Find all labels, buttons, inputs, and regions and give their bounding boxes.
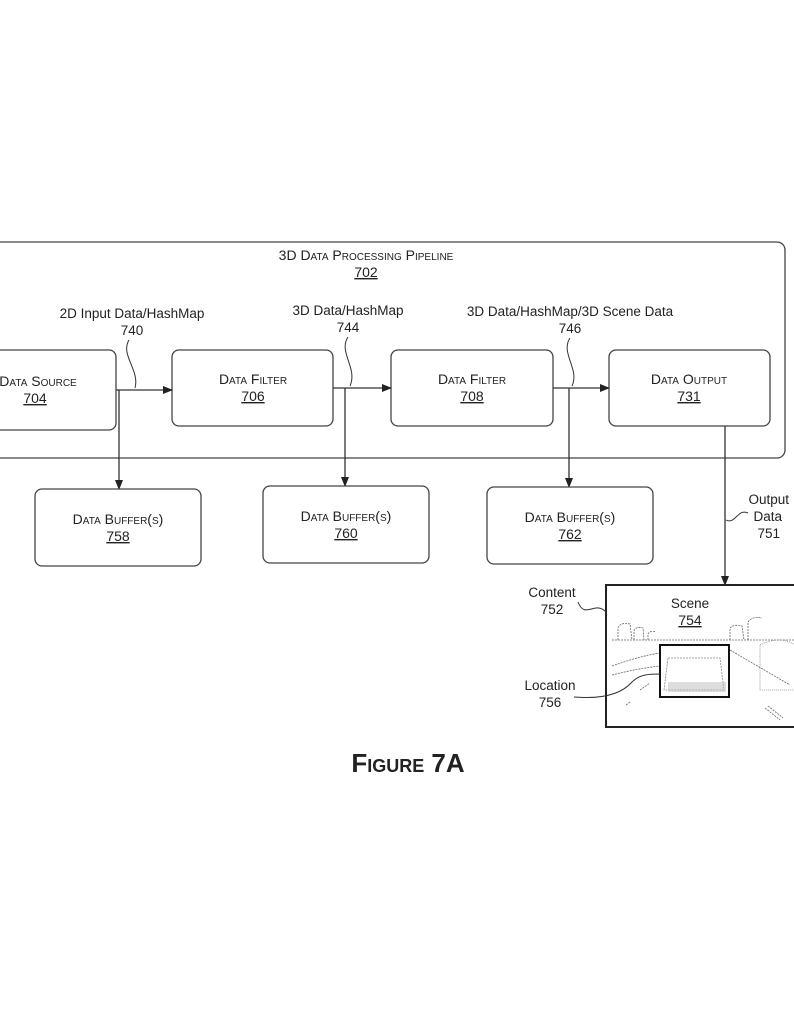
flow-label-744: 3D Data/HashMap: [292, 303, 403, 318]
pipeline-title: 3D Data Processing Pipeline: [279, 247, 454, 263]
leader-756: [573, 673, 661, 699]
data-buffer-760-label: Data Buffer(s): [301, 508, 392, 524]
data-filter-708-label: Data Filter: [438, 371, 506, 387]
data-source-label: Data Source: [0, 373, 77, 389]
data-filter-708-block: Data Filter 708: [390, 349, 554, 427]
flow-label-740: 2D Input Data/HashMap: [60, 306, 205, 321]
data-filter-706-label: Data Filter: [219, 371, 287, 387]
data-buffer-762-ref: 762: [558, 526, 582, 542]
data-output-label: Data Output: [651, 371, 727, 387]
data-output-block: Data Output 731: [608, 349, 771, 427]
data-buffer-758: Data Buffer(s) 758: [34, 488, 202, 567]
data-filter-708-ref: 708: [460, 388, 484, 404]
content-label: Content: [528, 585, 576, 600]
output-data-line1: Output: [748, 492, 789, 507]
flow-ref-746: 746: [559, 321, 582, 336]
data-filter-706-ref: 706: [241, 388, 265, 404]
data-source-block: Data Source 704: [0, 349, 117, 431]
leader-740: [126, 339, 137, 389]
data-buffer-760-ref: 760: [334, 525, 358, 541]
flow-ref-744: 744: [337, 320, 360, 335]
data-source-ref: 704: [23, 390, 47, 406]
output-data-line2: Data: [753, 509, 782, 524]
flow-label-746: 3D Data/HashMap/3D Scene Data: [467, 304, 674, 319]
output-data-ref: 751: [757, 526, 780, 541]
figure-caption: Figure 7A: [351, 748, 465, 778]
pipeline-ref: 702: [354, 264, 378, 280]
data-buffer-758-label: Data Buffer(s): [73, 511, 164, 527]
leader-744: [344, 336, 353, 387]
data-buffer-758-ref: 758: [106, 528, 130, 544]
content-ref: 752: [541, 602, 564, 617]
location-label: Location: [524, 678, 575, 693]
content-frame: Scene 754: [605, 584, 794, 728]
data-output-ref: 731: [677, 388, 701, 404]
data-filter-706-block: Data Filter 706: [171, 349, 334, 427]
data-buffer-762-label: Data Buffer(s): [525, 509, 616, 525]
data-buffer-762: Data Buffer(s) 762: [486, 486, 654, 565]
scene-label: Scene: [671, 596, 709, 611]
leader-752: [577, 601, 607, 613]
leader-751: [725, 511, 749, 522]
data-buffer-760: Data Buffer(s) 760: [262, 485, 430, 564]
flow-ref-740: 740: [121, 323, 144, 338]
scene-ref: 754: [678, 612, 702, 628]
leader-746: [566, 337, 575, 387]
scene-sketch: [611, 617, 794, 721]
location-box: [659, 644, 730, 698]
location-ref: 756: [539, 695, 562, 710]
